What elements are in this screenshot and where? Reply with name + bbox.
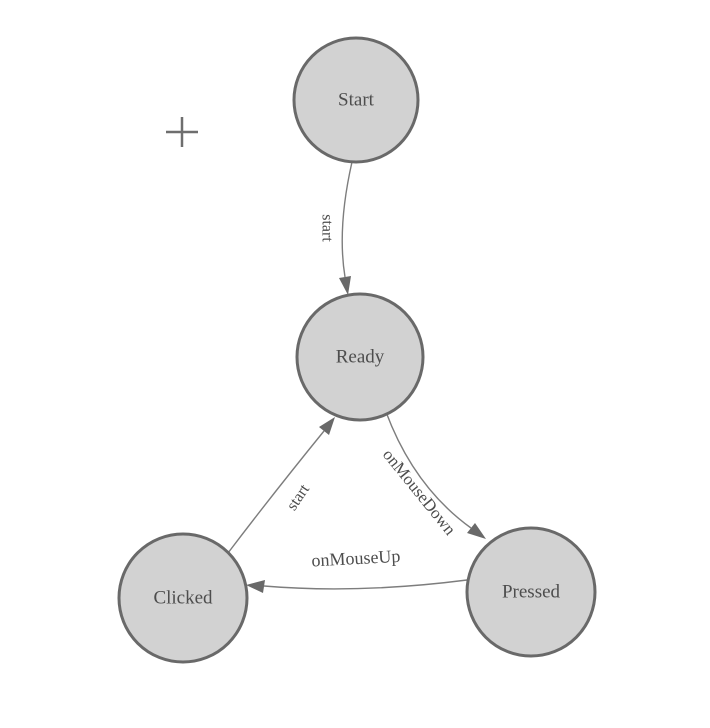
transition-edge-clicked-to-ready: start [227, 417, 335, 554]
state-node-clicked-label: Clicked [153, 587, 213, 608]
state-node-pressed-label: Pressed [502, 581, 561, 602]
state-node-clicked[interactable]: Clicked [117, 532, 249, 664]
arrowhead-icon [319, 417, 335, 435]
edge-path-start-to-ready[interactable] [341, 161, 353, 278]
state-node-start-circle[interactable] [292, 36, 420, 164]
crosshair-plus-icon [166, 117, 198, 147]
arrowhead-icon [246, 580, 265, 593]
edge-path-ready-to-pressed[interactable] [385, 411, 472, 529]
arrowhead-icon [339, 276, 351, 295]
edge-label-onmousedown: onMouseDown [379, 445, 460, 539]
edge-label-onmouseup: onMouseUp [311, 546, 401, 571]
state-node-ready[interactable]: Ready [295, 292, 425, 422]
state-node-clicked-circle[interactable] [117, 532, 249, 664]
transition-edge-ready-to-pressed: onMouseDown [379, 411, 486, 539]
arrowhead-icon [467, 523, 486, 539]
state-node-pressed[interactable]: Pressed [465, 526, 597, 658]
edge-label-start-2: start [284, 481, 314, 514]
state-node-pressed-circle[interactable] [465, 526, 597, 658]
transition-edge-start-to-ready: start [318, 161, 353, 295]
edge-path-pressed-to-clicked[interactable] [263, 579, 468, 590]
state-node-start-label: Start [338, 89, 375, 110]
state-node-start[interactable]: Start [292, 36, 420, 164]
edge-label-start-1: start [318, 214, 335, 242]
transition-edge-pressed-to-clicked: onMouseUp [246, 546, 468, 593]
state-node-ready-circle[interactable] [295, 292, 425, 422]
edge-path-clicked-to-ready[interactable] [227, 430, 325, 554]
state-node-ready-label: Ready [336, 346, 385, 367]
